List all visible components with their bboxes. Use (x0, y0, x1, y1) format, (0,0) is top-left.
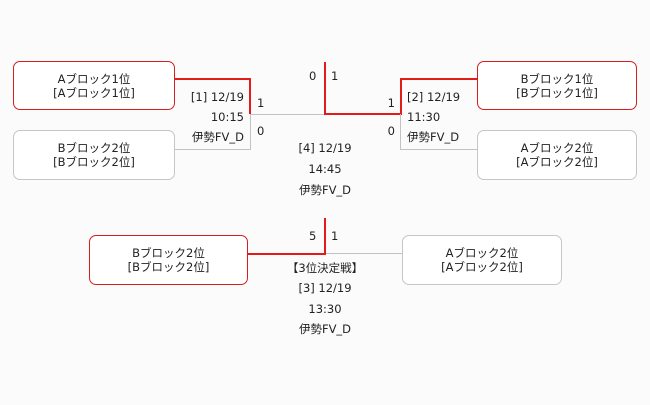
match-venue: 伊勢FV_D (298, 322, 352, 336)
team-name: Aブロック2位 (445, 246, 519, 260)
match-time: 11:30 (407, 110, 441, 124)
team-seed: [Aブロック2位] (516, 155, 598, 169)
score-bottom: 0 (387, 124, 395, 138)
third-winner-line-v (324, 218, 326, 255)
match-venue: 伊勢FV_D (407, 130, 460, 144)
team-name: Aブロック2位 (520, 141, 594, 155)
team-box-a-block-2nd[interactable]: Aブロック2位 [Aブロック2位] (477, 130, 637, 180)
team-name: Bブロック2位 (132, 246, 205, 260)
match-venue: 伊勢FV_D (298, 183, 352, 197)
team-seed: [Bブロック1位] (516, 85, 598, 100)
final-score-left: 0 (309, 69, 317, 83)
team-name: Bブロック1位 (520, 71, 594, 86)
team-box-3rd-left[interactable]: Bブロック2位 [Bブロック2位] (89, 235, 248, 285)
team-seed: [Aブロック2位] (441, 260, 523, 274)
third-winner-line-h (248, 253, 326, 255)
team-seed: [Bブロック2位] (53, 155, 135, 169)
score-top: 1 (387, 96, 395, 110)
team-seed: [Aブロック1位] (53, 85, 135, 100)
m1-to-final-line (250, 114, 325, 115)
m2-winner-line-h (400, 78, 477, 80)
final-winner-line-h (324, 113, 401, 115)
match-time: 14:45 (308, 162, 342, 176)
m2-winner-line-v (400, 78, 402, 115)
match-label: [1] 12/19 (190, 90, 244, 104)
final-score-right: 1 (331, 69, 339, 83)
team-box-a-block-1st[interactable]: Aブロック1位 [Aブロック1位] (13, 61, 175, 110)
match-venue: 伊勢FV_D (191, 130, 244, 144)
final-winner-line-v (324, 62, 326, 115)
match-time: 10:15 (210, 110, 244, 124)
third-score-left: 5 (309, 229, 317, 243)
match-label: [4] 12/19 (298, 141, 352, 155)
m1-loser-line-v (250, 114, 251, 150)
match-time: 13:30 (308, 302, 342, 316)
team-seed: [Bブロック2位] (127, 260, 210, 274)
match-label: [2] 12/19 (407, 90, 461, 104)
m1-winner-line-h (175, 78, 250, 80)
team-box-b-block-2nd[interactable]: Bブロック2位 [Bブロック2位] (13, 130, 175, 180)
team-name: Aブロック1位 (57, 71, 131, 86)
match-label: [3] 12/19 (298, 281, 352, 295)
team-name: Bブロック2位 (57, 141, 131, 155)
m2-loser-line-v (400, 114, 401, 150)
team-box-b-block-1st[interactable]: Bブロック1位 [Bブロック1位] (477, 61, 637, 110)
m1-loser-line-h (175, 149, 251, 150)
score-top: 1 (257, 96, 265, 110)
score-bottom: 0 (257, 124, 265, 138)
m1-winner-line-v (249, 78, 251, 114)
m2-loser-line-h (400, 149, 477, 150)
third-score-right: 1 (331, 229, 339, 243)
third-loser-line-h (326, 253, 402, 254)
team-box-3rd-right[interactable]: Aブロック2位 [Aブロック2位] (402, 235, 562, 285)
third-place-title: 【3位決定戦】 (286, 261, 364, 275)
